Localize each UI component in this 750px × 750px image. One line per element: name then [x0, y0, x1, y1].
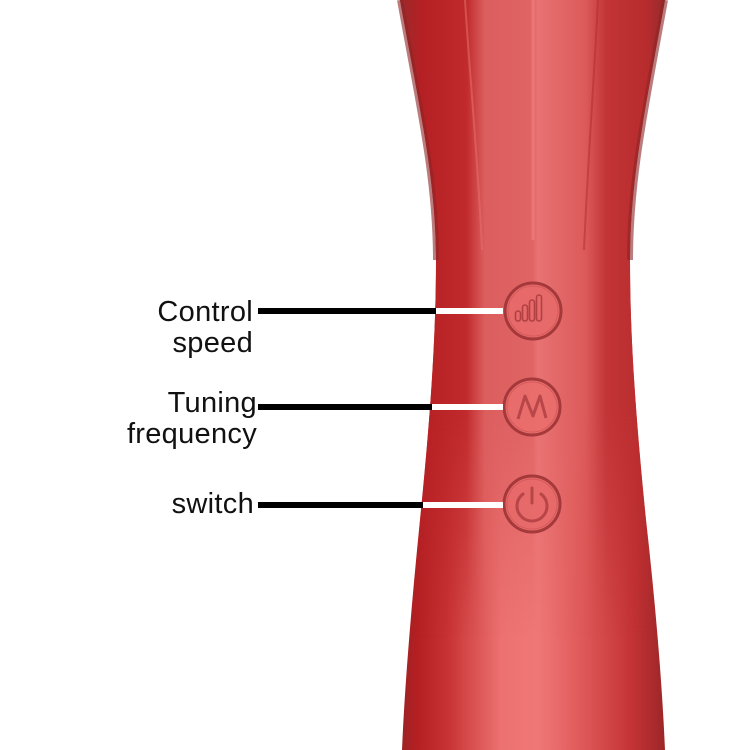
callout-frequency-line-1: Tuning: [167, 387, 257, 419]
callout-speed-line-2: speed: [172, 327, 253, 359]
power-icon: [515, 486, 549, 523]
callout-speed-label: Control speed: [157, 297, 253, 359]
callout-switch-label: switch: [172, 489, 254, 520]
callout-frequency-line-2: frequency: [126, 418, 257, 450]
leader-line-switch: [258, 502, 423, 508]
callout-switch-line-1: switch: [171, 488, 254, 520]
leader-line-switch-inner: [423, 502, 503, 508]
callout-speed-line-1: Control: [157, 296, 253, 328]
callout-frequency-label: Tuning frequency: [127, 388, 257, 450]
speed-button[interactable]: [503, 281, 563, 341]
power-button[interactable]: [502, 474, 562, 534]
leader-line-frequency-inner: [432, 404, 503, 410]
signal-bars-icon: [514, 294, 543, 322]
wave-icon: [516, 394, 548, 420]
leader-line-frequency: [258, 404, 432, 410]
frequency-button[interactable]: [502, 377, 562, 437]
leader-line-speed-inner: [436, 308, 503, 314]
leader-line-speed: [258, 308, 436, 314]
